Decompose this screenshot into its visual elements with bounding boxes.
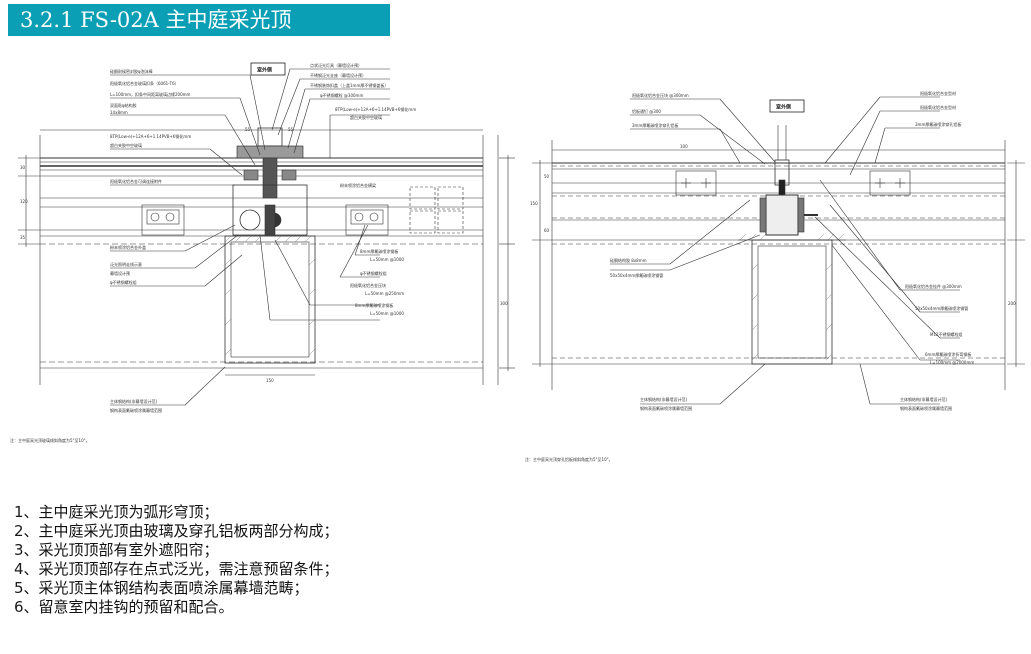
callout: 阳极氧化铝合金型材 <box>920 104 956 110</box>
dimension: 60 <box>544 228 550 233</box>
drawing-note: 注：主中庭采光顶穿孔铝板倾斜角度为5°至10°。 <box>525 456 613 462</box>
callout: 幕墙设计预 <box>110 270 130 276</box>
callout: 14x8mm <box>110 110 128 115</box>
callout: L=50mm @1000 <box>370 257 404 262</box>
callout: 50x50x4mm厚氟碳喷涂钢管 <box>915 305 968 311</box>
dimension: 100 <box>680 144 688 149</box>
callout: 粉末喷涂铝合金外盖 <box>110 244 146 250</box>
note-item: 2、主中庭采光顶由玻璃及穿孔铝板两部分构成； <box>14 522 339 541</box>
callout: 超白夹胶中空玻璃 <box>110 142 142 148</box>
callout: 硅酮结构胶 8x8mm <box>610 257 647 263</box>
dimension: 200 <box>1008 301 1016 306</box>
callout: 主体钢结构(非幕墙设计范) <box>900 396 948 402</box>
callout: 泛光照明走线示意 <box>110 261 142 267</box>
note-text: 、主中庭采光顶为弧形穹顶； <box>23 503 219 521</box>
callout: 硅酮耐候密封胶φ泡沫棒 <box>110 68 153 74</box>
callout: 阳极氧化铝合金可调连接附件 <box>110 178 162 184</box>
note-text: 、采光顶顶部存在点式泛光，需注意预留条件； <box>23 560 339 578</box>
dimension: 35 <box>20 235 26 240</box>
callout: L=50mm @1000 <box>370 311 404 316</box>
callout: 8mm厚氟碳喷涂钢板 <box>355 302 393 308</box>
callout: 8TP(Low-e)+12A+6+1.14PVB+6钢化mm <box>335 106 416 112</box>
callout: 阳极氧化铝合金挂件 @300mm <box>905 283 962 289</box>
callout: 8TP(Low-e)+12A+6+1.14PVB+6钢化mm <box>110 133 191 139</box>
callout: L=50mm @250mm <box>365 291 404 296</box>
callout: 50x50x4mm厚氟碳喷涂钢管 <box>610 272 663 278</box>
callout: 点状泛光灯具（幕墙设计预） <box>310 62 362 68</box>
note-text: 、采光顶顶部有室外遮阳帘； <box>23 541 219 559</box>
drawing-note: 注：主中庭采光顶玻璃倾斜角度为5°至10°。 <box>10 437 90 443</box>
callout: 阳极氧化铝合金压块 @300mm <box>632 92 689 98</box>
callout: 钢构表面氟碳喷涂属幕墙范围 <box>640 405 692 411</box>
callout: 铝板通钉 @300 <box>632 108 661 114</box>
note-item: 3、采光顶顶部有室外遮阳帘； <box>14 541 339 560</box>
dimension: 150 <box>266 378 274 383</box>
callout: 8mm厚氟碳喷涂钢板 <box>360 248 398 254</box>
drawing-glass-section: 室外侧 硅酮耐候密封胶φ泡沫棒 阳极氧化铝合金玻璃扣条（6061-T6） L=1… <box>10 55 520 455</box>
callout: 阳极氧化铝合金型材 <box>920 90 956 96</box>
drawing-aluminum-section: 室外侧 阳极氧化铝合金压块 @300mm 铝板通钉 @300 3mm厚氟碳喷涂穿… <box>520 80 1030 470</box>
note-item: 4、采光顶顶部存在点式泛光，需注意预留条件； <box>14 560 339 579</box>
callout: 主体钢结构(非幕墙设计范) <box>110 398 158 404</box>
dimension: 55 <box>288 127 294 132</box>
dimension: 30 <box>20 165 26 170</box>
outside-label: 室外侧 <box>776 104 791 111</box>
section-title: 3.2.1 FS-02A 主中庭采光顶 <box>20 8 292 32</box>
drawing-glass-svg: 室外侧 硅酮耐候密封胶φ泡沫棒 阳极氧化铝合金玻璃扣条（6061-T6） L=1… <box>10 62 515 443</box>
note-text: 、主中庭采光顶由玻璃及穿孔铝板两部分构成； <box>23 522 339 540</box>
note-number: 2 <box>14 522 24 540</box>
callout: φ不锈钢螺栓 @300mm <box>320 92 363 98</box>
note-number: 6 <box>14 598 24 616</box>
dimension: 120 <box>20 199 28 204</box>
callout: 不锈钢泛光支座（幕墙设计预） <box>310 72 366 78</box>
callout: 阳极氧化铝合金玻璃扣条（6061-T6） <box>110 80 179 86</box>
callout: 3mm厚氟碳喷涂穿孔铝板 <box>915 121 961 127</box>
design-notes-list: 1、主中庭采光顶为弧形穹顶； 2、主中庭采光顶由玻璃及穿孔铝板两部分构成； 3、… <box>14 503 339 617</box>
note-number: 5 <box>14 579 24 597</box>
dimension: 150 <box>530 201 538 206</box>
section-title-bar: 3.2.1 FS-02A 主中庭采光顶 <box>8 4 390 36</box>
callout: 钢构表面氟碳喷涂属幕墙范围 <box>110 407 162 413</box>
note-number: 3 <box>14 541 24 559</box>
callout: 粉末喷涂铝合金横梁 <box>340 182 376 188</box>
callout: M12不锈钢螺栓组 <box>930 331 963 337</box>
note-item: 5、采光顶主体钢结构表面喷涂属幕墙范畴； <box>14 579 339 598</box>
callout: 阳极氧化铝合金压块 <box>350 282 386 288</box>
callout: φ不锈钢螺栓组 <box>110 279 137 285</box>
callout: φ不锈钢螺栓组 <box>360 270 387 276</box>
callout: L=100mm @2000mm <box>930 360 974 365</box>
note-number: 4 <box>14 560 24 578</box>
callout: L=100mm，扣条中间距离玻璃边缘200mm <box>110 91 191 97</box>
callout: 主体钢结构(非幕墙设计范) <box>640 396 688 402</box>
note-number: 1 <box>14 503 24 521</box>
outside-label: 室外侧 <box>257 67 272 74</box>
dimension: 50 <box>544 174 550 179</box>
dimension: 55 <box>245 127 251 132</box>
callout: 不锈钢装饰扣盖（上盖1mm厚不锈钢盖板） <box>310 82 388 88</box>
callout: 3mm厚氟碳喷涂穿孔铝板 <box>632 122 678 128</box>
note-text: 、留意室内挂钩的预留和配合。 <box>23 598 234 616</box>
dimension: 300 <box>500 301 508 306</box>
callout: 钢构表面氟碳喷涂属幕墙范围 <box>900 405 952 411</box>
note-text: 、采光顶主体钢结构表面喷涂属幕墙范畴； <box>23 579 309 597</box>
drawing-aluminum-svg: 室外侧 阳极氧化铝合金压块 @300mm 铝板通钉 @300 3mm厚氟碳喷涂穿… <box>525 90 1025 462</box>
callout: 超白夹胶中空玻璃 <box>350 114 382 120</box>
note-item: 1、主中庭采光顶为弧形穹顶； <box>14 503 339 522</box>
callout: 6mm厚氟碳喷涂折弯钢板 <box>925 351 971 357</box>
note-item: 6、留意室内挂钩的预留和配合。 <box>14 598 339 617</box>
callout: 双面贴φ结构胶 <box>110 102 137 108</box>
